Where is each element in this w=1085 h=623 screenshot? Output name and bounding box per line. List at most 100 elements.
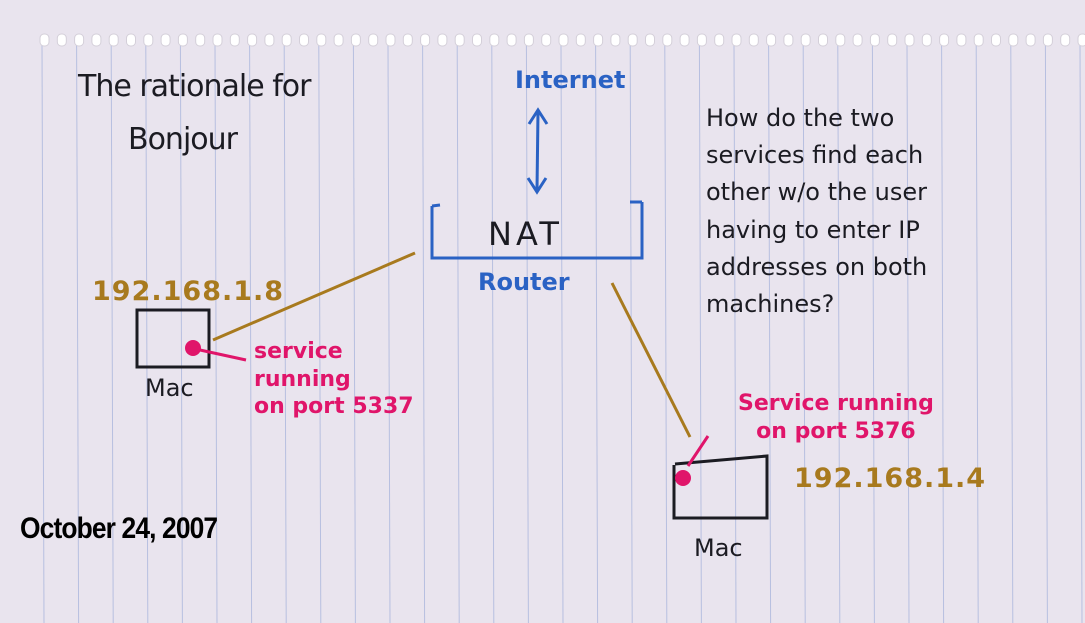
spiral-hole bbox=[1042, 33, 1053, 47]
ruled-line bbox=[1079, 44, 1083, 623]
ruled-line bbox=[214, 44, 218, 623]
mac-left-ip: 192.168.1.8 bbox=[92, 276, 285, 307]
spiral-hole bbox=[247, 33, 258, 47]
question-line: How do the two bbox=[706, 104, 895, 132]
ruled-line bbox=[1010, 44, 1014, 623]
spiral-hole bbox=[783, 33, 794, 47]
ruled-line bbox=[179, 44, 183, 623]
link-left-mac-router bbox=[212, 251, 416, 342]
spiral-hole bbox=[229, 33, 240, 47]
ruled-line bbox=[387, 44, 391, 623]
ruled-line bbox=[352, 44, 356, 623]
ruled-line bbox=[941, 44, 945, 623]
mac-left-box bbox=[135, 308, 211, 369]
spiral-hole bbox=[610, 33, 621, 47]
date-caption: October 24, 2007 bbox=[20, 512, 218, 545]
ruled-line bbox=[698, 44, 702, 623]
spiral-hole bbox=[195, 33, 206, 47]
service-line: service bbox=[254, 339, 343, 364]
service-dot-left bbox=[185, 340, 201, 356]
title-line-2: Bonjour bbox=[128, 122, 238, 157]
ruled-line bbox=[871, 44, 875, 623]
service-line: on port 5337 bbox=[254, 394, 414, 419]
mac-left-label: Mac bbox=[145, 374, 194, 402]
spiral-hole bbox=[645, 33, 655, 47]
ruled-line bbox=[664, 44, 668, 623]
spiral-hole bbox=[1008, 33, 1019, 47]
ruled-line bbox=[41, 44, 45, 623]
spiral-hole bbox=[160, 33, 171, 47]
router-label: Router bbox=[478, 268, 570, 296]
spiral-hole bbox=[126, 33, 136, 47]
internet-label: Internet bbox=[515, 66, 626, 94]
spiral-hole bbox=[973, 33, 984, 47]
ruled-lines bbox=[41, 44, 1083, 623]
question-line: addresses on both bbox=[706, 252, 928, 281]
question-line: machines? bbox=[706, 289, 835, 318]
ruled-line bbox=[595, 44, 599, 623]
spiral-hole bbox=[939, 33, 950, 47]
spiral-hole bbox=[333, 33, 344, 47]
ruled-line bbox=[975, 44, 979, 623]
title-line-1: The rationale for bbox=[78, 69, 311, 104]
service-pointer-right bbox=[686, 435, 710, 467]
spiral-hole bbox=[714, 33, 725, 47]
spiral-hole bbox=[1077, 33, 1085, 47]
spiral-hole bbox=[437, 33, 448, 47]
internet-arrow bbox=[526, 107, 549, 195]
spiral-hole bbox=[91, 33, 102, 47]
spiral-hole bbox=[108, 33, 119, 47]
ruled-line bbox=[802, 44, 806, 623]
ruled-line bbox=[491, 44, 495, 623]
spiral-hole bbox=[368, 33, 379, 47]
service-line: running bbox=[254, 366, 351, 392]
spiral-hole bbox=[731, 33, 742, 47]
mac-right-box bbox=[672, 454, 769, 520]
ruled-line bbox=[456, 44, 460, 623]
service-pointer-left bbox=[199, 348, 247, 362]
ruled-line bbox=[318, 44, 322, 623]
ruled-line bbox=[76, 44, 80, 623]
spiral-hole bbox=[281, 33, 292, 47]
spiral-hole bbox=[385, 33, 396, 47]
question-line: other w/o the user bbox=[706, 178, 927, 207]
spiral-hole bbox=[1060, 33, 1071, 47]
service-line: on port 5376 bbox=[756, 418, 916, 444]
ruled-line bbox=[837, 44, 841, 623]
spiral-hole bbox=[420, 33, 431, 47]
spiral-hole bbox=[835, 33, 846, 47]
spiral-hole bbox=[904, 33, 915, 47]
spiral-hole bbox=[991, 33, 1001, 47]
spiral-hole bbox=[316, 33, 327, 47]
spiral-hole bbox=[887, 33, 898, 47]
spiral-hole bbox=[74, 33, 85, 47]
spiral-hole bbox=[852, 33, 863, 47]
mac-right-label: Mac bbox=[694, 534, 743, 562]
spiral-hole bbox=[627, 33, 638, 47]
spiral-hole bbox=[869, 33, 880, 47]
spiral-hole bbox=[696, 33, 707, 47]
mac-right-ip: 192.168.1.4 bbox=[794, 463, 987, 494]
question-line: services find each bbox=[706, 141, 924, 170]
service-dot-right bbox=[675, 470, 691, 486]
ruled-line bbox=[560, 44, 564, 623]
spiral-hole bbox=[818, 33, 828, 47]
ruled-line bbox=[422, 44, 426, 623]
ruled-line bbox=[629, 44, 633, 623]
spiral-hole bbox=[523, 33, 534, 47]
ruled-line bbox=[768, 44, 772, 623]
ruled-line bbox=[1044, 44, 1048, 623]
spiral-hole bbox=[212, 33, 223, 47]
spiral-hole bbox=[56, 33, 67, 47]
link-right-mac-router bbox=[610, 282, 692, 438]
spiral-hole bbox=[541, 33, 552, 47]
spiral-hole bbox=[506, 33, 517, 47]
spiral-hole bbox=[143, 33, 154, 47]
spiral-hole bbox=[766, 33, 777, 47]
spiral-hole bbox=[558, 33, 569, 47]
spiral-hole bbox=[800, 33, 811, 47]
spiral-hole bbox=[489, 33, 500, 47]
